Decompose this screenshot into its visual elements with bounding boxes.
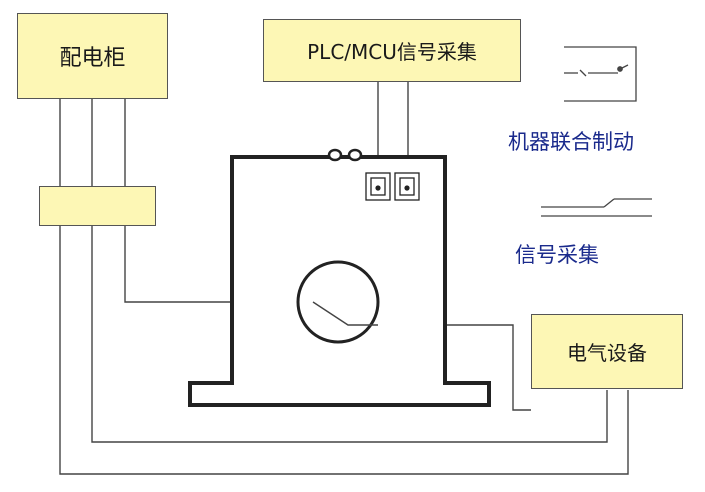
- switch-block: [39, 186, 156, 226]
- legend-signal-label: 信号采集: [515, 243, 599, 267]
- plc-mcu-label: PLC/MCU信号采集: [307, 40, 477, 64]
- terminal-2: [394, 172, 420, 201]
- terminal-1: [365, 172, 391, 201]
- sensor-window: [296, 260, 380, 344]
- distribution-cabinet: 配电柜: [17, 13, 168, 99]
- wire-in-window: [312, 301, 378, 326]
- sensor-coil-loop-2: [347, 148, 363, 162]
- plc-mcu-box: PLC/MCU信号采集: [263, 19, 521, 82]
- electrical-equipment: 电气设备: [531, 314, 683, 389]
- electrical-equipment-label: 电气设备: [567, 341, 647, 365]
- distribution-cabinet-label: 配电柜: [59, 46, 126, 71]
- interlock-symbol: [564, 46, 637, 102]
- wire-out-1: [59, 208, 629, 475]
- signal-symbol: [541, 198, 652, 217]
- legend-interlock-label: 机器联合制动: [508, 130, 634, 154]
- wire-out-2: [91, 208, 608, 443]
- wire-out-3: [124, 208, 232, 303]
- sensor-coil-loop-1: [327, 148, 343, 162]
